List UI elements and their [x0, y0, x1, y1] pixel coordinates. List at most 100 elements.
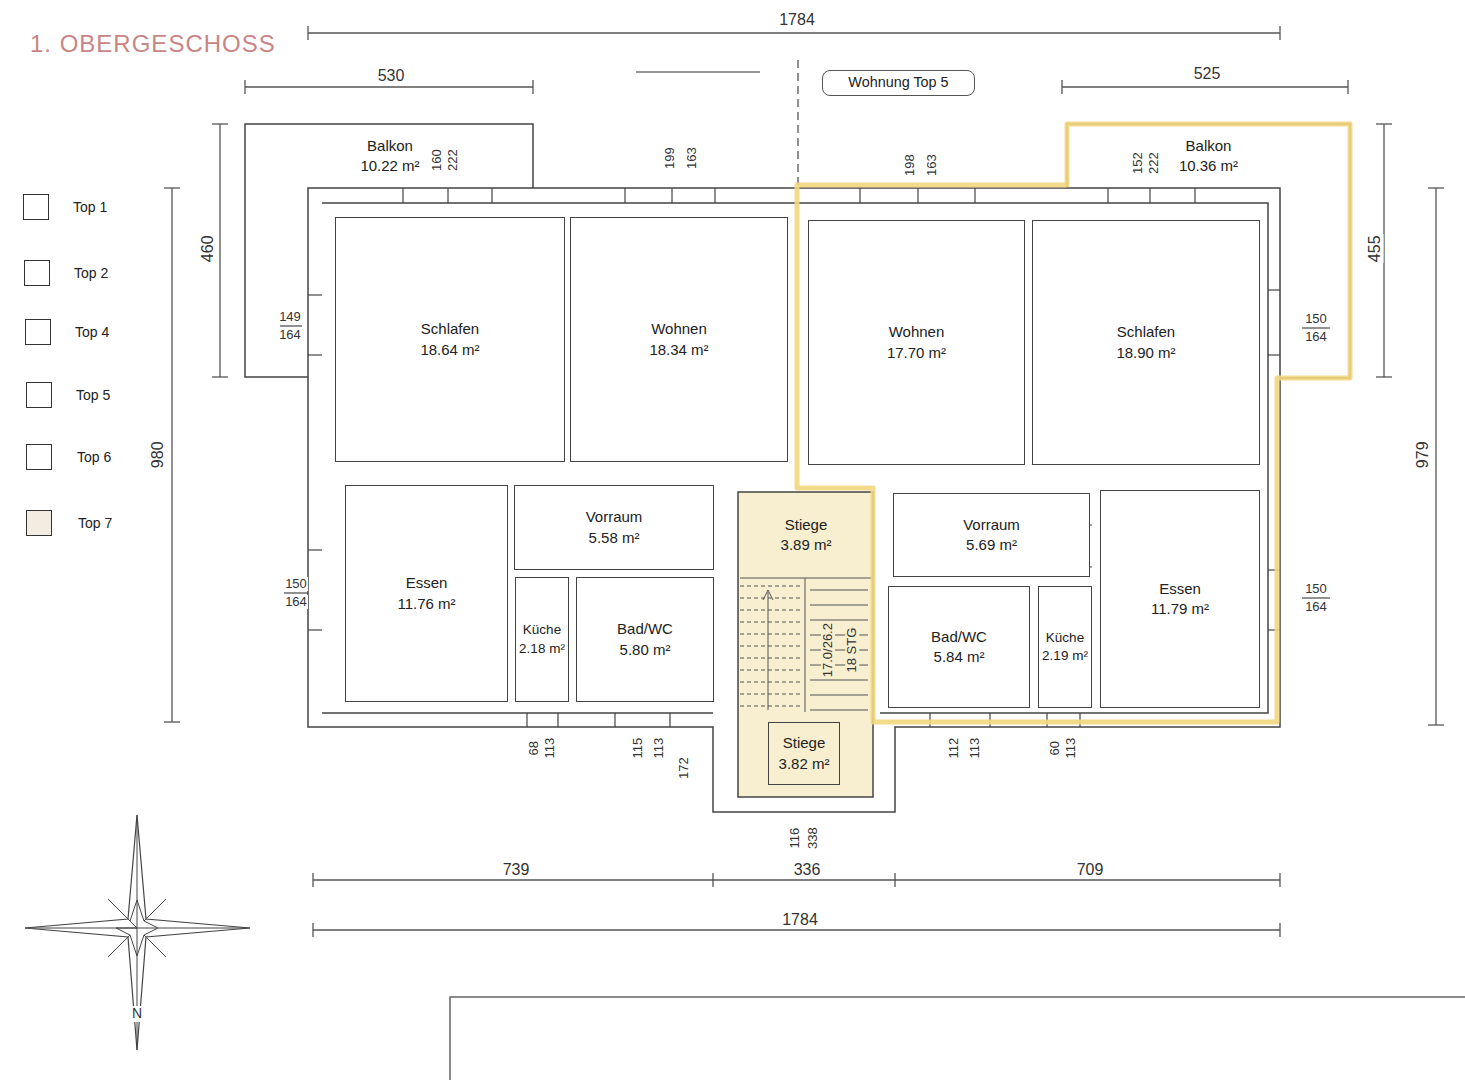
- room-box: Küche2.19 m²: [1038, 586, 1092, 708]
- center-line: [797, 60, 798, 185]
- room-area: 10.36 m²: [1179, 156, 1238, 176]
- room-area: 3.82 m²: [779, 754, 830, 774]
- room-area: 2.18 m²: [519, 640, 565, 658]
- dimension-tick: [712, 873, 713, 887]
- stair-step: [740, 706, 800, 707]
- room-box: Bad/WC5.80 m²: [576, 577, 714, 702]
- dimension-label: 116: [788, 827, 802, 850]
- dimension-tick: [1376, 123, 1392, 124]
- stair-step: [810, 710, 868, 711]
- window-mark: [1149, 188, 1150, 203]
- room-box: Wohnen18.34 m²: [570, 217, 788, 462]
- dimension-tick: [894, 873, 895, 887]
- dimension-label: 163: [925, 153, 939, 177]
- dimension-line: [245, 86, 533, 87]
- window-mark: [671, 188, 672, 203]
- stair-arrow-head: [763, 590, 773, 600]
- window-mark: [1194, 188, 1195, 203]
- dimension-label: 164: [1304, 600, 1328, 614]
- room-name: Bad/WC: [617, 619, 673, 639]
- window-mark: [669, 713, 670, 727]
- dimension-label: 1784: [778, 11, 816, 29]
- stair-step: [740, 598, 800, 599]
- dimension-label: 222: [446, 148, 460, 172]
- room-box: Stiege3.82 m²: [768, 722, 840, 785]
- window-mark: [859, 188, 860, 203]
- stair-edge: [740, 578, 872, 579]
- stair-step: [740, 682, 800, 683]
- dimension-line: [1383, 124, 1384, 377]
- dimension-label: 113: [968, 737, 982, 760]
- stair-step: [740, 670, 800, 671]
- faded-mark: [636, 71, 760, 73]
- room-name: Wohnen: [651, 319, 707, 339]
- dimension-tick: [1347, 80, 1348, 94]
- dimension-line: [171, 188, 172, 722]
- area-label: Balkon10.22 m²: [250, 127, 530, 185]
- room-box: Bad/WC5.84 m²: [888, 586, 1030, 708]
- room-area: 5.80 m²: [620, 640, 671, 660]
- dimension-label: 17.0/26.2: [821, 622, 835, 678]
- window-mark: [308, 549, 322, 550]
- dimension-tick: [532, 80, 533, 94]
- room-name: Schlafen: [1117, 322, 1175, 342]
- dimension-label: 60: [1048, 740, 1062, 756]
- stair-step: [740, 634, 800, 635]
- dimension-label: 150: [1304, 582, 1328, 596]
- outer-wall: [308, 188, 1280, 812]
- site-outline: [450, 997, 1465, 1080]
- dimension-lines: [164, 26, 1444, 937]
- dimension-tick: [1428, 187, 1444, 188]
- fraction-line: [1302, 327, 1330, 328]
- dimension-label: 112: [947, 737, 961, 760]
- dimension-label: 152: [1131, 151, 1145, 175]
- dimension-label: 164: [278, 328, 302, 342]
- area-label: Balkon10.36 m²: [1072, 127, 1345, 185]
- room-name: Balkon: [367, 136, 413, 156]
- legend-text: Top 7: [78, 515, 112, 531]
- dimension-tick: [212, 123, 228, 124]
- dimension-label: 113: [1064, 737, 1078, 760]
- legend-swatch: [25, 319, 51, 345]
- room-name: Küche: [523, 621, 561, 639]
- room-area: 11.79 m²: [1151, 599, 1209, 619]
- dimension-tick: [164, 721, 180, 722]
- compass-star: [25, 815, 250, 1050]
- stairs: [740, 578, 872, 712]
- stair-step: [810, 680, 868, 681]
- dimension-tick: [1061, 80, 1062, 94]
- dimension-label: 739: [502, 861, 531, 879]
- dimension-tick: [1428, 724, 1444, 725]
- window-mark: [1268, 289, 1280, 290]
- legend-swatch: [26, 382, 52, 408]
- dimension-label: 338: [806, 826, 820, 850]
- stair-step: [740, 646, 800, 647]
- room-box: Küche2.18 m²: [515, 577, 569, 702]
- room-area: 17.70 m²: [887, 343, 946, 363]
- dimension-label: 113: [652, 737, 666, 760]
- dimension-line: [313, 929, 1280, 930]
- stair-step: [740, 658, 800, 659]
- fraction-line: [1302, 597, 1330, 598]
- dimension-line: [308, 32, 1280, 33]
- legend-text: Top 2: [74, 265, 108, 281]
- room-name: Vorraum: [963, 515, 1020, 535]
- dimension-tick: [164, 187, 180, 188]
- dimension-line: [1062, 86, 1348, 87]
- room-box: Wohnen17.70 m²: [808, 220, 1025, 465]
- window-mark: [974, 188, 975, 203]
- window-mark: [1107, 188, 1108, 203]
- stair-step: [810, 590, 868, 591]
- dimension-label: 198: [903, 153, 917, 177]
- room-box: Schlafen18.64 m²: [335, 217, 565, 462]
- window-mark: [714, 188, 715, 203]
- dimension-tick: [244, 80, 245, 94]
- room-box: Vorraum5.58 m²: [514, 485, 714, 570]
- walls: [245, 124, 1350, 812]
- stair-edge: [805, 578, 806, 712]
- room-box: Essen11.79 m²: [1100, 490, 1260, 708]
- stair-arrow: [768, 592, 769, 710]
- dimension-label: 150: [1304, 312, 1328, 326]
- room-area: 5.84 m²: [934, 647, 985, 667]
